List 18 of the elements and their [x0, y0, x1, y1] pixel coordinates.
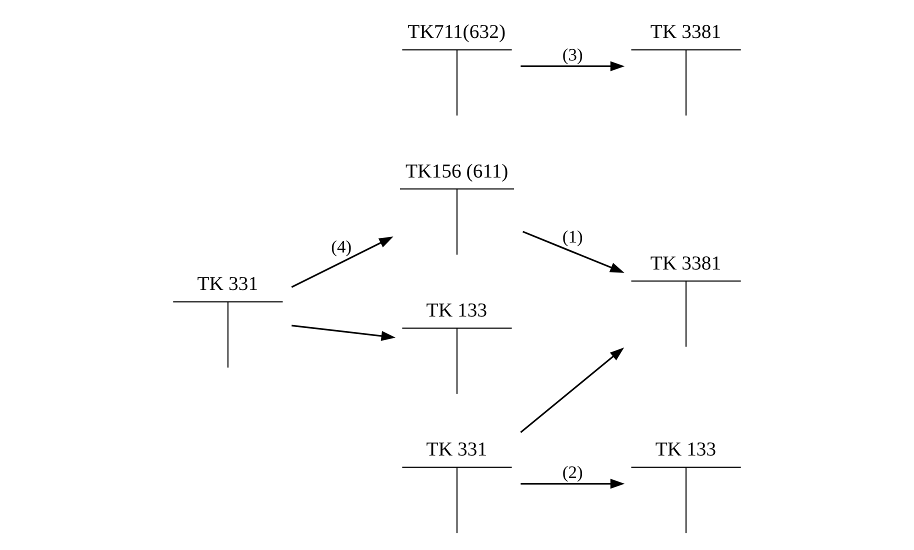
edge-label: (1) — [562, 226, 583, 246]
node-text: TK 331 — [197, 273, 258, 296]
arrow — [292, 324, 396, 341]
arrow — [291, 236, 394, 288]
node-text: TK156 (611) — [405, 160, 508, 182]
arrow — [520, 478, 625, 489]
node-text: TK 3381 — [650, 252, 722, 274]
node-text: TK 331 — [426, 438, 488, 461]
node-text: TK 3381 — [650, 21, 722, 44]
node-text: TK 133 — [426, 300, 488, 322]
arrow — [520, 347, 624, 434]
edge-label: (2) — [562, 462, 583, 482]
node-text: TK711(632) — [408, 21, 506, 44]
arrow — [522, 230, 624, 273]
node-text: TK 133 — [655, 438, 716, 461]
edge-label: (4) — [331, 236, 352, 256]
arrow — [520, 61, 625, 72]
edge-label: (3) — [562, 44, 583, 65]
